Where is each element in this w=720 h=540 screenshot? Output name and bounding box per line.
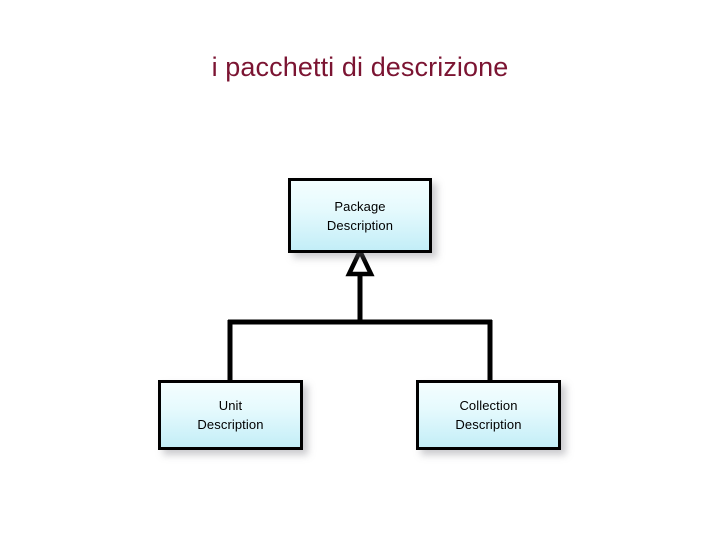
uml-class-box-collection-description[interactable]: Collection Description <box>416 380 561 450</box>
uml-class-label: Package Description <box>326 198 394 233</box>
page-title: i pacchetti di descrizione <box>211 52 509 82</box>
uml-class-label: Collection Description <box>455 398 522 432</box>
generalization-arrowhead-icon <box>345 245 375 277</box>
uml-class-box-unit-description[interactable]: Unit Description <box>158 380 303 450</box>
uml-class-box-package-description[interactable]: Package Description <box>288 178 432 253</box>
uml-class-label: Unit Description <box>197 398 264 432</box>
